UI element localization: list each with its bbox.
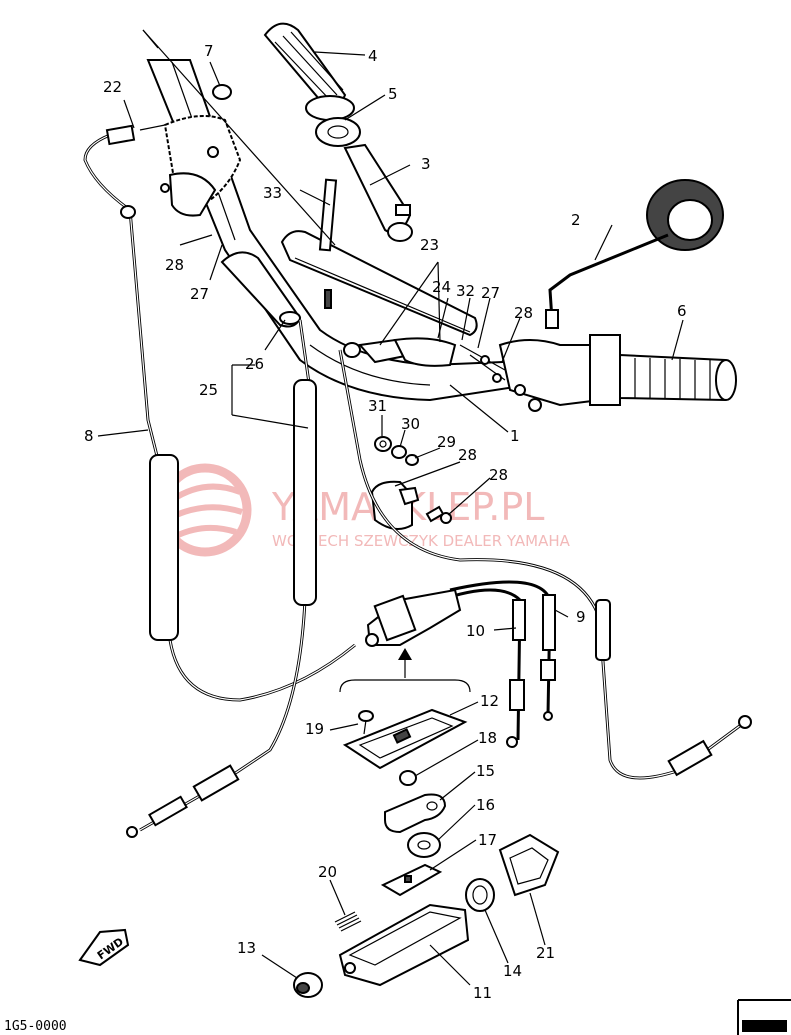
callout-2: 2 xyxy=(571,211,581,229)
callout-31: 29 xyxy=(437,433,456,451)
callout-27-right: 27 xyxy=(481,284,500,302)
callout-3: 3 xyxy=(421,155,431,173)
callout-13: 13 xyxy=(237,939,256,957)
callout-33: 31 xyxy=(368,397,387,415)
callout-16: 16 xyxy=(476,796,495,814)
callout-6: 6 xyxy=(677,302,687,320)
cable-10 xyxy=(439,580,556,748)
clamp-29 xyxy=(370,480,420,530)
cable-9 xyxy=(338,349,752,780)
spring-20 xyxy=(334,911,362,932)
right-grip-6 xyxy=(589,334,737,406)
callout-22: 22 xyxy=(103,78,122,96)
callout-26: 26 xyxy=(245,355,264,373)
left-lever-perch xyxy=(160,115,242,217)
callout-12: 12 xyxy=(480,692,499,710)
lever-plate-17 xyxy=(380,863,443,897)
bushing-18 xyxy=(399,770,417,786)
callout-23: 23 xyxy=(420,236,439,254)
mirror-2 xyxy=(545,179,724,329)
callout-18: 18 xyxy=(478,729,497,747)
fwd-arrow-icon: FWD xyxy=(78,928,130,967)
watermark-tagline: WOJCIECH SZEWCZYK DEALER YAMAHA xyxy=(272,532,571,550)
grommet-14 xyxy=(465,878,495,912)
cable-junction xyxy=(365,588,462,647)
callout-28-left: 28 xyxy=(165,256,184,274)
callout-8: 8 xyxy=(84,427,94,445)
throttle-grip-4 xyxy=(263,22,347,108)
callout-10: 10 xyxy=(466,622,485,640)
callout-5: 5 xyxy=(388,85,398,103)
callout-17: 17 xyxy=(478,831,497,849)
switch-cover-12 xyxy=(342,708,468,770)
callout-15: 15 xyxy=(476,762,495,780)
callout-7: 7 xyxy=(204,42,214,60)
callout-30: 28 xyxy=(489,466,508,484)
callout-34: 32 xyxy=(456,282,475,300)
cable-25 xyxy=(126,319,317,838)
frame-corner-block xyxy=(742,1020,787,1032)
callout-9: 9 xyxy=(576,608,586,626)
washers-31-33 xyxy=(374,436,419,466)
watermark-logo-wing-icon xyxy=(168,483,243,539)
frame-corner xyxy=(737,999,791,1035)
callout-21: 21 xyxy=(536,944,555,962)
callout-1: 1 xyxy=(510,427,520,445)
callout-27-left: 27 xyxy=(190,285,209,303)
callout-14: 14 xyxy=(503,962,522,980)
boot-21 xyxy=(498,833,560,897)
callout-28-right: 28 xyxy=(514,304,533,322)
diagram-code: 1G5-0000 xyxy=(4,1019,67,1034)
throttle-tube-3 xyxy=(343,143,413,242)
cap-13 xyxy=(293,972,323,998)
washer-16 xyxy=(407,832,441,858)
screw-30 xyxy=(425,505,452,524)
callout-11: 11 xyxy=(473,984,492,1002)
screw-19 xyxy=(358,710,374,735)
handlebar-pad-23 xyxy=(280,230,478,337)
callout-20: 20 xyxy=(318,863,337,881)
callout-4: 4 xyxy=(368,47,378,65)
callout-35: 33 xyxy=(263,184,282,202)
callout-25: 25 xyxy=(199,381,218,399)
callout-19: 19 xyxy=(305,720,324,738)
leader-lines xyxy=(97,29,684,986)
throttle-cable-connector xyxy=(343,337,457,367)
callout-32: 30 xyxy=(401,415,420,433)
throttle-ring-5 xyxy=(305,95,361,147)
right-lever-perch xyxy=(459,339,602,412)
callout-labels: 7 4 22 5 3 33 2 23 28 24 32 27 27 6 28 2… xyxy=(84,42,687,1002)
bolt-7 xyxy=(209,61,232,100)
exploded-view-bracket xyxy=(339,648,471,693)
switch-housing-11 xyxy=(338,903,470,987)
callout-29: 28 xyxy=(458,446,477,464)
callout-24: 24 xyxy=(432,278,451,296)
cable-8 xyxy=(83,124,356,702)
throttle-pulley-15 xyxy=(384,793,447,834)
